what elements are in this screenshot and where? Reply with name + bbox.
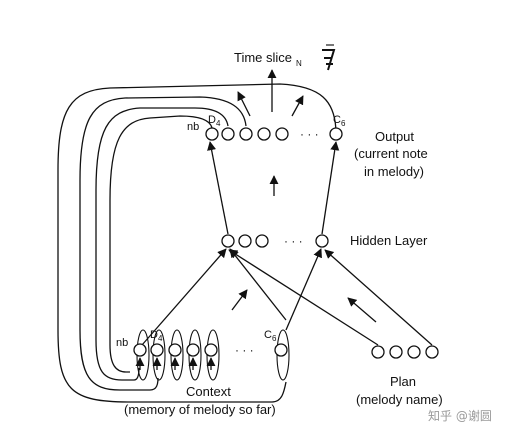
hidden-layer: · · · <box>221 234 329 248</box>
output-label: Output <box>375 129 414 144</box>
feedback-loop-d4 <box>79 96 247 391</box>
plan-node <box>389 345 403 359</box>
context-ellipsis: · · · <box>235 343 254 357</box>
feedback-loop-inner <box>109 115 213 373</box>
hidden-to-output-left <box>207 141 229 235</box>
hidden-to-output-right <box>321 141 340 235</box>
context-desc: (memory of melody so far) <box>124 402 276 417</box>
output-desc-line2: in melody) <box>364 164 424 179</box>
output-node-nb <box>205 127 219 141</box>
context-unit-nb-label: nb <box>116 337 128 349</box>
output-unit-nb-label: nb <box>187 121 199 133</box>
plan-node <box>371 345 385 359</box>
context-node <box>204 343 218 357</box>
time-slice-marker <box>322 44 336 71</box>
watermark: 知乎 @谢圆 <box>428 408 492 423</box>
context-label: Context <box>186 384 231 399</box>
output-arrow-right <box>291 95 304 117</box>
plan-layer <box>371 345 439 359</box>
context-node-c6 <box>274 343 288 357</box>
context-layer: nb D4 C6 · · · <box>116 329 290 381</box>
output-arrow-left <box>237 91 251 117</box>
context-unit-d4-label: D4 <box>150 329 163 343</box>
plan-to-hidden-left <box>228 249 379 346</box>
context-node <box>186 343 200 357</box>
output-ellipsis: · · · <box>300 127 319 141</box>
output-node <box>257 127 271 141</box>
context-to-hidden-mid <box>229 248 287 321</box>
context-to-hidden-left <box>141 248 227 346</box>
plan-node <box>407 345 421 359</box>
output-node <box>275 127 289 141</box>
hidden-ellipsis: · · · <box>284 234 303 248</box>
feedback-loop-c6 <box>57 83 337 403</box>
output-node <box>239 127 253 141</box>
plan-node <box>425 345 439 359</box>
plan-desc: (melody name) <box>356 392 443 407</box>
context-node-d4 <box>150 343 164 357</box>
output-layer: nb D4 C6 · · · <box>187 114 346 141</box>
plan-flow-arrow <box>347 297 377 323</box>
feedback-loops <box>57 83 337 403</box>
output-node-d4 <box>221 127 235 141</box>
feedback-loop-nb <box>95 107 229 381</box>
context-flow-arrow <box>231 289 248 311</box>
hidden-node <box>255 234 269 248</box>
plan-label: Plan <box>390 374 416 389</box>
output-node-c6 <box>329 127 343 141</box>
hidden-node <box>221 234 235 248</box>
output-unit-c6-label: C6 <box>333 114 346 128</box>
context-to-hidden-right <box>285 248 322 331</box>
context-node <box>168 343 182 357</box>
output-unit-d4-label: D4 <box>208 114 221 128</box>
plan-to-hidden-right <box>324 249 433 346</box>
hidden-layer-label: Hidden Layer <box>350 233 428 248</box>
hidden-node <box>238 234 252 248</box>
context-unit-c6-label: C6 <box>264 329 277 343</box>
output-desc-line1: (current note <box>354 146 428 161</box>
context-node-nb <box>133 343 147 357</box>
hidden-node <box>315 234 329 248</box>
